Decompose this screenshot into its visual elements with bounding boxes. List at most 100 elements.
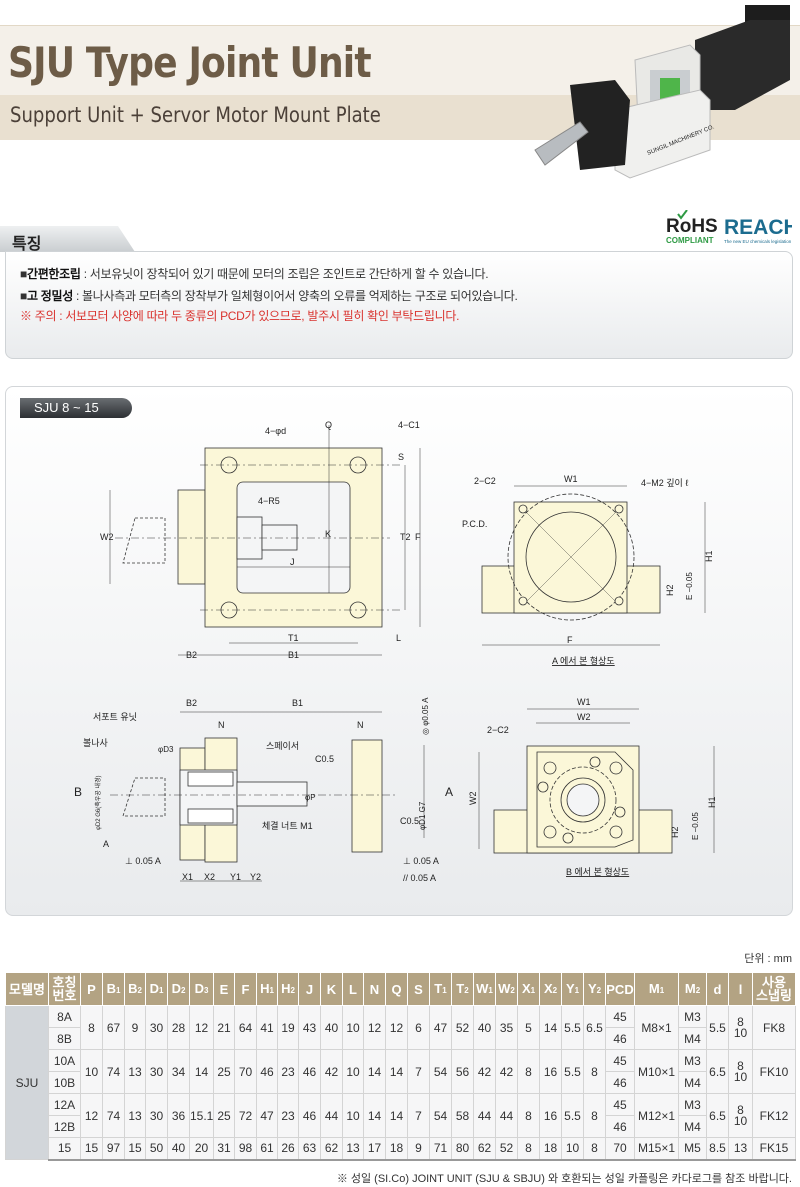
table-cell: 52 <box>451 1005 474 1050</box>
table-cell: 26 <box>277 1137 299 1161</box>
svg-text:W1: W1 <box>564 474 578 484</box>
column-header: W2 <box>495 972 518 1006</box>
column-header: L <box>342 972 364 1006</box>
table-cell: 41 <box>256 1005 278 1050</box>
column-header: N <box>363 972 386 1006</box>
svg-text:Y1: Y1 <box>230 872 241 882</box>
svg-text:B2: B2 <box>186 698 197 708</box>
table-cell: 5.5 <box>561 1049 584 1094</box>
table-cell: 64 <box>234 1005 257 1050</box>
table-cell: 40 <box>167 1137 190 1161</box>
caution-note: ※ 주의 : 서보모터 사양에 따라 두 종류의 PCD가 있으므로, 발주시 … <box>20 309 460 323</box>
column-header: d <box>706 972 729 1006</box>
table-cell: 23 <box>277 1093 299 1138</box>
table-cell: 9 <box>407 1137 430 1161</box>
table-cell: 45 <box>605 1093 635 1116</box>
technical-drawings: 4−φd 4−C1 4−R5 Q S K J T2 F W2 T1 L B2 B… <box>74 420 717 883</box>
table-cell: 5.5 <box>561 1093 584 1138</box>
svg-text:C0.5: C0.5 <box>400 816 419 826</box>
table-cell: 62 <box>473 1137 496 1161</box>
table-cell: 12 <box>363 1005 386 1050</box>
table-cell: M10×1 <box>634 1049 679 1094</box>
svg-text:4−φd: 4−φd <box>265 426 286 436</box>
model-name-cell: SJU <box>5 1005 49 1160</box>
table-cell: 36 <box>167 1093 190 1138</box>
table-cell: 13 <box>124 1093 146 1138</box>
table-cell: 18 <box>539 1137 562 1161</box>
top-view-drawing <box>109 425 421 656</box>
table-cell: FK12 <box>752 1093 796 1138</box>
table-cell: 44 <box>495 1093 518 1138</box>
table-cell: 52 <box>495 1137 518 1161</box>
table-cell: 25 <box>213 1093 235 1138</box>
table-cell: 67 <box>102 1005 125 1050</box>
table-cell: 44 <box>320 1093 343 1138</box>
table-cell: 47 <box>256 1093 278 1138</box>
table-cell: 56 <box>451 1049 474 1094</box>
svg-text:B1: B1 <box>288 650 299 660</box>
svg-text:F: F <box>415 532 421 542</box>
table-cell: 10 <box>561 1137 584 1161</box>
table-cell: M3 <box>678 1049 707 1072</box>
table-cell: M4 <box>678 1115 707 1138</box>
page-title: SJU Type Joint Unit <box>8 38 372 87</box>
column-header: 호칭 번호 <box>48 972 81 1006</box>
table-cell: 70 <box>234 1049 257 1094</box>
svg-text:REACH: REACH <box>724 216 792 239</box>
table-cell: M8×1 <box>634 1005 679 1050</box>
svg-text:B 에서 본 형상도: B 에서 본 형상도 <box>566 867 629 877</box>
svg-text:L: L <box>396 633 401 643</box>
svg-text:2−C2: 2−C2 <box>474 476 496 486</box>
svg-text:F: F <box>567 635 573 645</box>
table-cell: 8A <box>48 1005 81 1028</box>
table-cell: 58 <box>451 1093 474 1138</box>
svg-text:N: N <box>218 720 225 730</box>
table-cell: 8 <box>517 1049 540 1094</box>
svg-text:스페이서: 스페이서 <box>266 741 299 751</box>
svg-text:B2: B2 <box>186 650 197 660</box>
svg-text:W2: W2 <box>468 792 478 806</box>
svg-text:◎ φ0.05 A: ◎ φ0.05 A <box>421 697 430 735</box>
table-cell: 15 <box>48 1137 81 1161</box>
table-cell: 15.1 <box>189 1093 214 1138</box>
table-cell: FK8 <box>752 1005 796 1050</box>
table-cell: 13 <box>342 1137 364 1161</box>
column-header: D2 <box>167 972 190 1006</box>
svg-text:X2: X2 <box>204 872 215 882</box>
rohs-reach-logo: RoHS COMPLIANT REACH The new EU chemical… <box>666 210 792 245</box>
column-header: H1 <box>256 972 278 1006</box>
table-cell: 62 <box>320 1137 343 1161</box>
table-cell: 14 <box>385 1093 408 1138</box>
table-cell: 20 <box>189 1137 214 1161</box>
table-cell: 31 <box>213 1137 235 1161</box>
svg-text:서포트 유닛: 서포트 유닛 <box>93 712 137 722</box>
svg-text:S: S <box>398 452 404 462</box>
table-cell: 46 <box>605 1115 635 1138</box>
svg-text:4−M2 깊이 ℓ: 4−M2 깊이 ℓ <box>641 477 689 488</box>
table-cell: 8 <box>80 1005 103 1050</box>
table-cell: 45 <box>605 1005 635 1028</box>
column-header: PCD <box>605 972 635 1006</box>
table-cell: 14 <box>363 1049 386 1094</box>
column-header: l <box>728 972 753 1006</box>
table-cell: 9 <box>124 1005 146 1050</box>
table-cell: M4 <box>678 1071 707 1094</box>
column-header: D1 <box>145 972 168 1006</box>
table-cell: 15 <box>80 1137 103 1161</box>
svg-text:φP: φP <box>305 793 316 802</box>
table-cell: 46 <box>298 1049 321 1094</box>
table-cell: 97 <box>102 1137 125 1161</box>
table-cell: 23 <box>277 1049 299 1094</box>
table-cell: 8B <box>48 1027 81 1050</box>
svg-text:H1: H1 <box>704 550 714 562</box>
table-cell: 40 <box>473 1005 496 1050</box>
table-cell: 5.5 <box>561 1005 584 1050</box>
svg-text:A: A <box>103 839 109 849</box>
table-cell: 6.5 <box>706 1049 729 1094</box>
view-a-drawing <box>481 485 706 646</box>
unit-label: 단위 : mm <box>744 953 792 965</box>
column-header: T1 <box>429 972 452 1006</box>
